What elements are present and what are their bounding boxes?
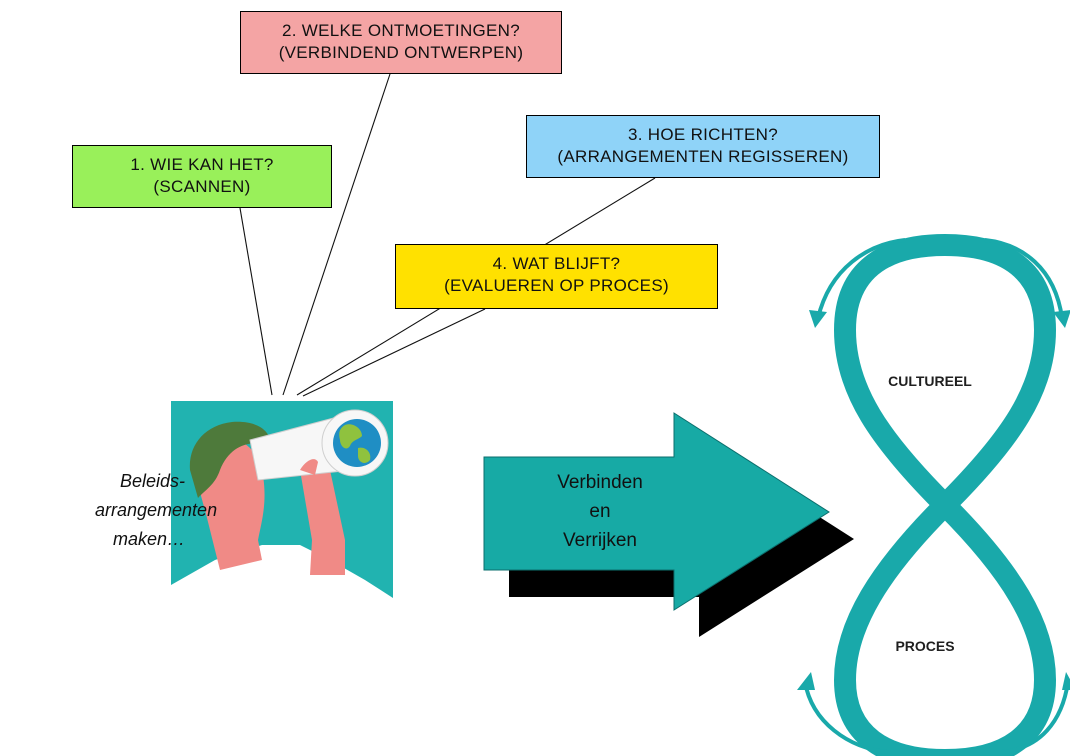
arrow-top-left (816, 238, 906, 319)
box-welke-line2: (VERBINDEND ONTWERPEN) (278, 43, 524, 62)
connect-arrow (483, 412, 830, 611)
arrowhead-bottom-left (797, 672, 815, 690)
arm (300, 470, 345, 575)
side-label-line2: arrangementen (95, 500, 218, 520)
box-wie-line2: (SCANNEN) (153, 177, 251, 196)
arrowhead-top-right (1053, 310, 1070, 328)
box-hoe-line2: (ARRANGEMENTEN REGISSEREN) (557, 147, 849, 166)
box-wat-line1: 4. WAT BLIJFT? (492, 254, 621, 273)
arrow-label-line2: en (589, 501, 611, 522)
arrow-top-right (984, 238, 1064, 319)
arrowhead-bottom-right (1062, 672, 1070, 690)
arrowhead-top-left (809, 310, 827, 328)
arrow-label: Verbinden en Verrijken (540, 468, 660, 555)
box-wat-line2: (EVALUEREN OP PROCES) (444, 276, 669, 295)
connector-wie (239, 207, 273, 396)
hand (300, 459, 318, 475)
globe-land (339, 424, 371, 463)
globe-icon (333, 419, 381, 467)
arrow-label-line3: Verrijken (563, 530, 637, 551)
loop-shape (833, 233, 1057, 756)
box-wat-blijft: 4. WAT BLIJFT? (EVALUEREN OP PROCES) (395, 244, 718, 309)
arrow-bottom-left (803, 681, 889, 754)
person-with-telescope-icon (171, 401, 393, 605)
arrow-label-line1: Verbinden (557, 472, 643, 493)
arrow-bottom-right (1001, 681, 1070, 754)
loop-arrowheads (797, 310, 1070, 690)
connector-welke (282, 73, 391, 396)
infinity-loop (803, 233, 1070, 756)
box-wie-kan-het: 1. WIE KAN HET? (SCANNEN) (72, 145, 332, 208)
box-hoe-line1: 3. HOE RICHTEN? (628, 125, 778, 144)
side-label-line1: Beleids- (119, 471, 185, 491)
box-hoe-richten: 3. HOE RICHTEN? (ARRANGEMENTEN REGISSERE… (526, 115, 880, 178)
loop-label-cultureel: CULTUREEL (888, 373, 972, 389)
loop-label-proces: PROCES (895, 638, 955, 654)
box-wie-line1: 1. WIE KAN HET? (130, 155, 274, 174)
side-label: Beleids- arrangementen maken… (95, 467, 218, 554)
connector-wat (302, 308, 486, 397)
box-welke-ontmoetingen: 2. WELKE ONTMOETINGEN? (VERBINDEND ONTWE… (240, 11, 562, 74)
side-label-line3: maken… (112, 529, 185, 549)
box-welke-line1: 2. WELKE ONTMOETINGEN? (281, 21, 521, 40)
